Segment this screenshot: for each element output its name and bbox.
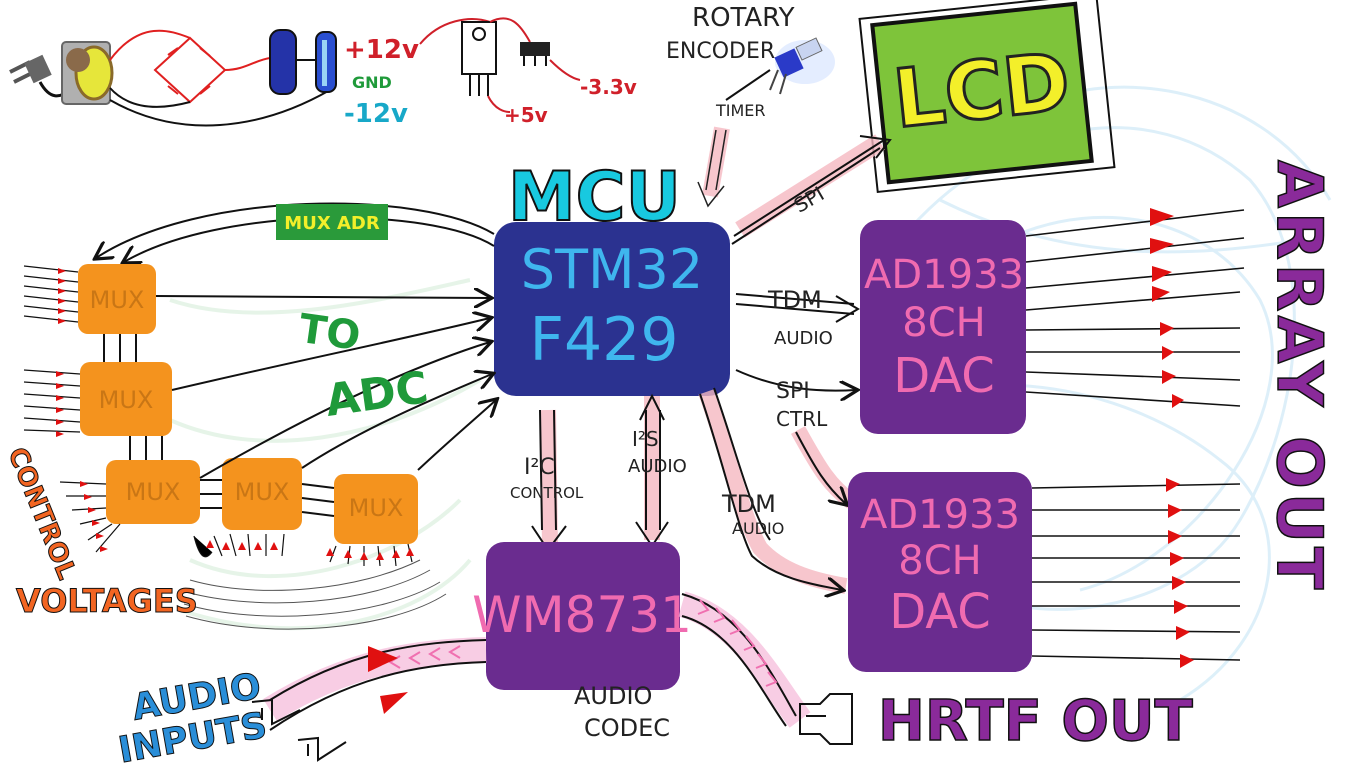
mux-block-3: MUX bbox=[106, 460, 200, 524]
cable-bundle bbox=[183, 559, 447, 630]
mux-block-1: MUX bbox=[78, 264, 156, 334]
mux-block-4: MUX bbox=[222, 458, 302, 530]
spi-ctrl-link: SPI CTRL bbox=[735, 369, 856, 509]
control-voltages-line1: CONTROL bbox=[2, 443, 82, 583]
mux-label-4: MUX bbox=[235, 478, 290, 506]
dac1-line1: AD1933 bbox=[864, 252, 1024, 298]
power-plus5: +5v bbox=[504, 103, 548, 127]
to-label: TO bbox=[296, 306, 363, 360]
mcu-block: STM32 F429 bbox=[494, 222, 730, 396]
mux-to-adc-lines bbox=[155, 296, 496, 479]
dac1-block: AD1933 8CH DAC bbox=[860, 220, 1026, 434]
dac2-line2: 8CH bbox=[898, 538, 981, 584]
mux-label-1: MUX bbox=[90, 286, 145, 314]
codec-block: WM8731 bbox=[472, 542, 692, 690]
capacitor-icon bbox=[269, 29, 337, 95]
dac1-line3: DAC bbox=[893, 348, 995, 404]
array-out-text: ARRAY OUT bbox=[1263, 160, 1336, 593]
spi-ctrl-label-2: CTRL bbox=[776, 407, 828, 431]
audio-jack-icon bbox=[251, 698, 347, 762]
adc-label: ADC bbox=[322, 362, 431, 427]
rotary-encoder-label-2: ENCODER bbox=[666, 39, 775, 64]
diode-bridge-icon bbox=[109, 29, 331, 127]
control-voltages-line2: VOLTAGES bbox=[16, 582, 198, 620]
voltage-regulator-icon bbox=[461, 17, 581, 113]
rotary-encoder-section: ROTARY ENCODER TIMER bbox=[666, 3, 835, 208]
mux-address-bus: MUX ADR bbox=[96, 202, 495, 262]
transformer-icon bbox=[61, 41, 114, 105]
audio-input-link bbox=[263, 637, 487, 731]
i2s-label-1: I²S bbox=[632, 427, 659, 451]
mux-block-2: MUX bbox=[80, 362, 172, 436]
power-plus12: +12v bbox=[344, 35, 419, 65]
background-scribble-green bbox=[169, 278, 482, 631]
audio-codec-label-1: AUDIO bbox=[574, 682, 652, 710]
lcd-label: LCD bbox=[889, 35, 1074, 146]
mux-adr-label: MUX ADR bbox=[284, 213, 380, 234]
i2c-control-link: I²C CONTROL bbox=[510, 409, 584, 552]
rotary-encoder-label-1: ROTARY bbox=[692, 3, 795, 33]
i2s-audio-link: I²S AUDIO bbox=[628, 393, 687, 548]
hrtf-out-label: HRTF OUT bbox=[878, 689, 1193, 754]
mux-label-5: MUX bbox=[349, 494, 404, 522]
rotary-encoder-icon bbox=[769, 37, 835, 95]
codec-label: WM8731 bbox=[472, 586, 692, 644]
mcu-line1: STM32 bbox=[521, 238, 704, 301]
i2c-label-1: I²C bbox=[524, 455, 555, 480]
i2c-label-2: CONTROL bbox=[510, 484, 584, 502]
dac1-outputs bbox=[1025, 208, 1245, 408]
mux-label-2: MUX bbox=[99, 386, 154, 414]
tdm-label-top: TDM bbox=[767, 286, 822, 314]
audio-codec-label-2: CODEC bbox=[584, 714, 670, 742]
codec-to-hrtf-link bbox=[677, 591, 811, 728]
mux-input-arrowheads bbox=[56, 268, 414, 560]
spi-link-lcd: SPI bbox=[731, 134, 892, 245]
mux-block-5: MUX bbox=[334, 474, 418, 544]
mux-array: MUX MUX MUX MUX MUX bbox=[78, 264, 418, 544]
dac2-line1: AD1933 bbox=[860, 492, 1020, 538]
power-minus12: -12v bbox=[344, 99, 408, 129]
tdm-label-bottom: TDM bbox=[721, 490, 776, 518]
dac2-block: AD1933 8CH DAC bbox=[848, 472, 1032, 672]
i2s-label-2: AUDIO bbox=[628, 456, 687, 477]
headphone-jack-icon bbox=[799, 693, 853, 745]
spi-ctrl-label-1: SPI bbox=[776, 379, 810, 404]
power-gnd: GND bbox=[352, 73, 392, 92]
audio-label-top: AUDIO bbox=[774, 328, 833, 349]
lcd-display: LCD bbox=[858, 0, 1116, 194]
audio-label-bottom: AUDIO bbox=[732, 519, 784, 538]
mcu-line2: F429 bbox=[529, 305, 678, 375]
dac2-outputs bbox=[1031, 478, 1241, 668]
array-out-label: ARRAY OUT bbox=[1262, 159, 1337, 594]
power-minus33: -3.3v bbox=[580, 75, 637, 99]
power-supply-section: +12v GND -12v +5v -3.3v bbox=[9, 17, 637, 129]
timer-label: TIMER bbox=[715, 101, 766, 120]
dac1-line2: 8CH bbox=[902, 300, 985, 346]
tdm-link-dac2: TDM AUDIO bbox=[698, 387, 848, 590]
tdm-link-dac1: TDM AUDIO bbox=[735, 286, 860, 349]
mux-label-3: MUX bbox=[126, 478, 181, 506]
dac2-line3: DAC bbox=[889, 584, 991, 640]
